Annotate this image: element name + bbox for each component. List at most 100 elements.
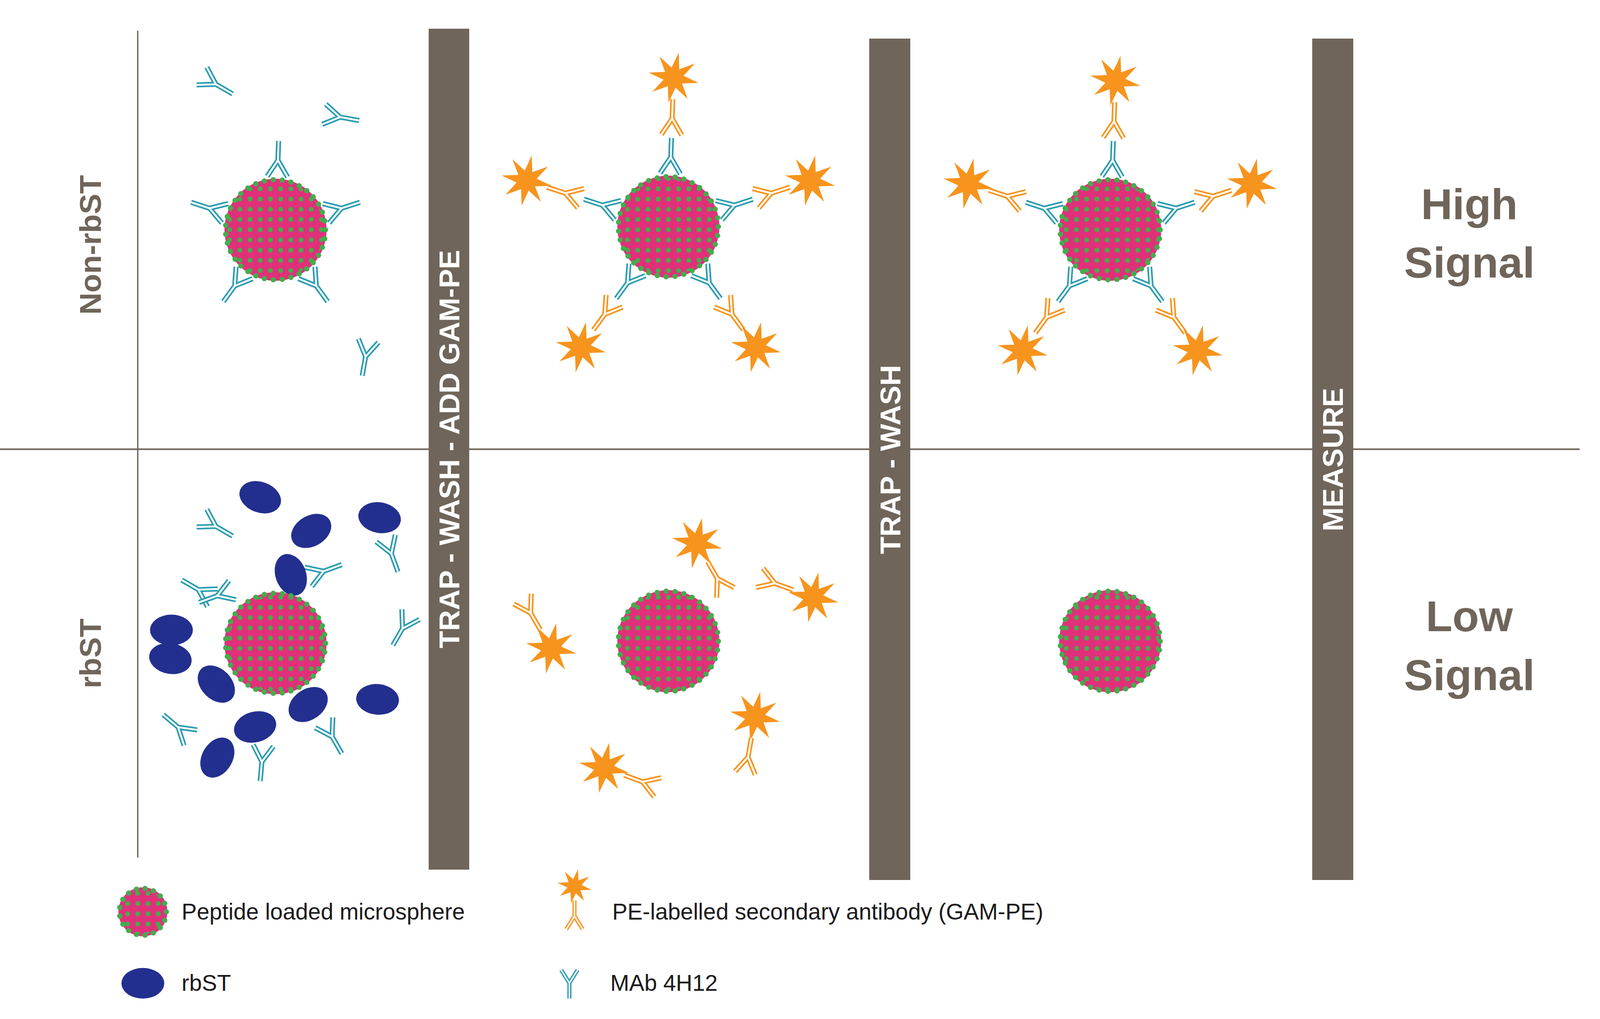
peptide-dot (117, 913, 123, 919)
peptide-dot (1079, 679, 1086, 686)
peptide-dot (663, 688, 669, 694)
peptide-dot (1057, 633, 1064, 640)
peptide-dot (1156, 218, 1162, 224)
peptide-dot (1062, 660, 1068, 666)
peptide-dot (1131, 270, 1137, 277)
antibody-outline (513, 593, 550, 635)
peptide-dot (322, 640, 329, 646)
peptide-dot (715, 638, 722, 644)
peptide-dot (133, 886, 140, 892)
rbst-molecule (355, 498, 404, 536)
antibody (713, 294, 752, 336)
peptide-dot (142, 885, 148, 891)
antibody-outline (314, 716, 351, 758)
signal-label: Low Signal (1404, 587, 1535, 706)
peptide-dot (1131, 682, 1137, 688)
peptide-dot (1114, 177, 1120, 183)
antibody-outline (1133, 266, 1171, 308)
antibody-core (608, 263, 646, 305)
antibody-outline (1102, 140, 1124, 178)
peptide-dot (150, 887, 157, 893)
antibody-core (156, 706, 198, 746)
peptide-dot (1059, 240, 1066, 246)
antibody-core (196, 509, 238, 545)
peptide-dot (1072, 263, 1079, 269)
antibody (715, 189, 756, 221)
peptide-dot (714, 215, 721, 221)
microsphere-peptides (1061, 591, 1159, 690)
peptide-dot (672, 273, 678, 279)
peptide-dot (708, 664, 714, 670)
peptide-dot (1062, 205, 1068, 211)
microsphere-peptides (226, 180, 325, 279)
peptide-dot (253, 272, 259, 279)
peptide-dot (157, 924, 164, 931)
antibody-outline (661, 98, 684, 136)
rbst-molecule (121, 967, 165, 999)
peptide-dot (279, 590, 285, 597)
column-divider (136, 30, 139, 858)
peptide-dot (224, 213, 230, 220)
peptide-dot (703, 190, 710, 197)
microsphere-peptides (120, 888, 166, 934)
peptide-dot (296, 684, 303, 690)
antibody-outline (384, 609, 420, 651)
peptide-dot (617, 651, 623, 658)
rbst-molecule (146, 639, 195, 677)
antibody-outline (304, 554, 346, 587)
peptide-dot (1066, 197, 1073, 204)
peptide-dot (1114, 588, 1120, 595)
peptide-dot (1150, 612, 1156, 619)
antibody-outline (1049, 266, 1088, 308)
antibody (1157, 192, 1198, 223)
antibody (156, 706, 198, 746)
microsphere (1059, 589, 1161, 692)
peptide-dot (232, 669, 238, 675)
peptide-dot (1066, 667, 1073, 673)
peptide-dot (238, 190, 244, 197)
peptide-dot (1059, 624, 1066, 631)
peptide-dot (1145, 670, 1151, 677)
peptide-dot (1059, 651, 1066, 658)
signal-label: High Signal (1404, 175, 1535, 293)
peptide-dot (1150, 664, 1156, 670)
antibody-core (322, 192, 363, 223)
peptide-dot (270, 276, 276, 283)
pe-star (648, 52, 699, 103)
antibody (195, 580, 236, 613)
peptide-dot (654, 272, 661, 279)
antibody (352, 338, 379, 378)
antibody (691, 263, 729, 305)
pe-star (997, 325, 1048, 376)
peptide-dot (672, 687, 678, 694)
peptide-dot (296, 182, 303, 189)
peptide-dot (1096, 177, 1103, 184)
antibody (543, 177, 584, 209)
antibody (215, 266, 253, 308)
antibody-core (1194, 180, 1235, 212)
peptide-dot (1066, 608, 1073, 615)
antibody-outline (566, 900, 583, 930)
peptide-dot (310, 194, 316, 200)
antibody-core (322, 104, 361, 131)
peptide-dot (620, 245, 626, 252)
peptide-dot (315, 201, 322, 207)
antibody (752, 177, 793, 209)
peptide-dot (319, 209, 326, 216)
antibody-core (304, 554, 346, 587)
peptide-dot (708, 198, 714, 204)
antibody-core (584, 294, 623, 336)
antibody-outline (266, 140, 289, 178)
process-bar: MEASURE (1312, 38, 1354, 880)
peptide-dot (617, 624, 623, 631)
rbst-molecule (234, 475, 286, 519)
peptide-dot (697, 184, 703, 191)
peptide-dot (1138, 677, 1145, 683)
antibody-outline (1155, 298, 1194, 340)
antibody-outline (250, 744, 274, 782)
peptide-dot (1105, 588, 1111, 594)
peptide-dot (681, 590, 687, 597)
peptide-dot (224, 240, 230, 246)
peptide-dot (319, 658, 326, 664)
antibody-core (196, 67, 238, 103)
